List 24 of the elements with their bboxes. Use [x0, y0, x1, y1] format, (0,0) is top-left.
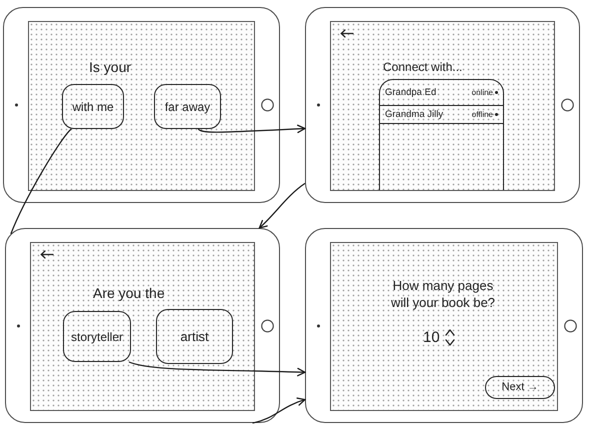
next-button: Next → [485, 376, 555, 399]
tablet-frame [5, 228, 280, 423]
tablet-frame [305, 7, 580, 203]
option-button: with me [62, 84, 124, 129]
list-panel [379, 79, 504, 190]
screen-heading: Is your [89, 58, 132, 76]
status-text: online [472, 88, 493, 98]
screen-heading: Connect with... [383, 59, 462, 75]
contact-name: Grandpa Ed [385, 86, 436, 98]
arrow [258, 182, 306, 229]
option-button: far away [154, 84, 221, 129]
arrow [198, 124, 306, 134]
screen-heading: Are you the [93, 284, 165, 302]
connector-line [10, 128, 72, 234]
option-button: artist [156, 309, 233, 364]
tablet-frame [305, 228, 583, 423]
status-text: offline [472, 110, 493, 120]
arrow [252, 398, 306, 424]
page-count-value: 10 [423, 329, 440, 347]
question-text: How many pages will your book be? [390, 277, 496, 311]
option-button: storyteller [63, 311, 131, 362]
contact-name: Grandma Jilly [385, 108, 444, 120]
arrow [128, 361, 306, 376]
tablet-frame [3, 7, 280, 203]
